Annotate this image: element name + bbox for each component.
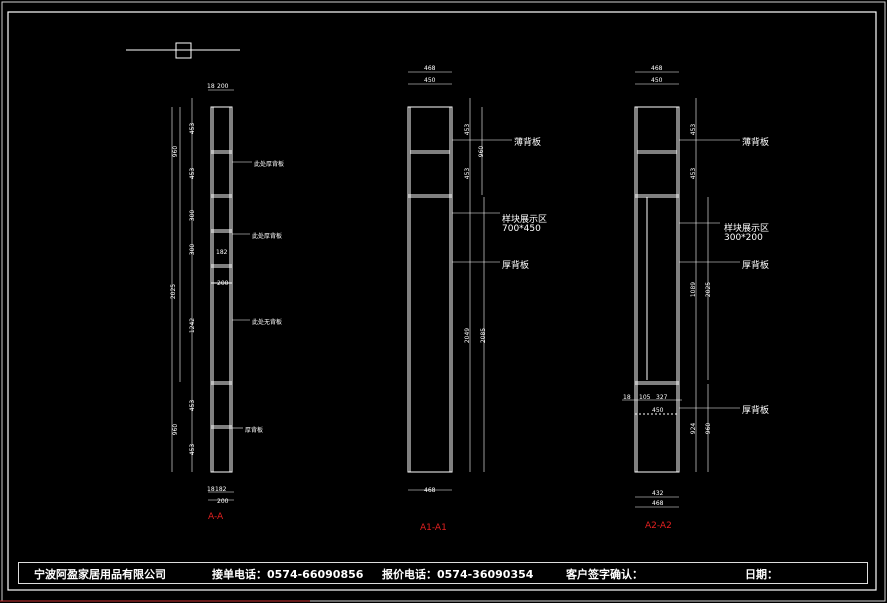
aa-top-dim-2: 200 xyxy=(217,83,229,90)
view-aa xyxy=(171,89,252,501)
a1-note-sample-area: 样块展示区 xyxy=(502,215,548,225)
a2-top-dim-468: 468 xyxy=(651,65,663,72)
a2-bottom-dim-432: 432 xyxy=(652,490,664,497)
aa-left-dim-453a: 453 xyxy=(189,122,197,135)
a1-bottom-dim-468: 468 xyxy=(424,487,436,494)
aa-note-4: 厚背板 xyxy=(245,427,264,434)
quote-phone: 报价电话：0574-36090354 xyxy=(382,568,534,581)
aa-bottom-dim-3: 200 xyxy=(217,498,229,505)
a1-note-sample-size: 700*450 xyxy=(502,224,541,234)
aa-left-dim-453b: 453 xyxy=(189,167,197,180)
a2-mid-dim-450: 450 xyxy=(652,407,664,414)
a1-right-dim-2049: 2049 xyxy=(464,327,472,344)
a2-note-sample-area: 样块展示区 xyxy=(724,224,770,234)
a2-mid-dim-327: 327 xyxy=(656,394,668,401)
a2-outer-dim-2025: 2025 xyxy=(705,281,713,298)
view-a1 xyxy=(407,71,512,491)
a1-note-thick-back: 厚背板 xyxy=(502,261,530,271)
a2-note-thick-back-2: 厚背板 xyxy=(742,406,770,416)
a2-right-dim-453a: 453 xyxy=(690,123,698,136)
a2-outer-dim-960: 960 xyxy=(705,422,713,435)
view-a2 xyxy=(622,71,740,508)
a1-outer-dim-960: 960 xyxy=(478,145,486,158)
a1-top-dim-450: 450 xyxy=(424,77,436,84)
aa-inner-dim-182: 182 xyxy=(216,249,228,256)
a1-section-label: A1-A1 xyxy=(420,523,447,533)
aa-outer-dim-3: 960 xyxy=(172,423,180,436)
a2-note-thin-back: 薄背板 xyxy=(742,138,770,148)
a1-right-dim-453a: 453 xyxy=(464,123,472,136)
aa-section-label: A-A xyxy=(208,512,224,522)
aa-outer-dim-2: 2025 xyxy=(170,283,178,300)
a2-right-dim-924: 924 xyxy=(690,422,698,435)
a2-mid-dim-18: 18 xyxy=(623,394,631,401)
aa-note-2: 此处厚背板 xyxy=(252,233,283,240)
inner-frame xyxy=(7,11,877,591)
a2-top-dim-450: 450 xyxy=(651,77,663,84)
aa-outer-dim-1: 960 xyxy=(172,145,180,158)
a1-outer-dim-2085: 2085 xyxy=(480,327,488,344)
a1-note-thin-back: 薄背板 xyxy=(514,138,542,148)
aa-bottom-dim-1: 18 xyxy=(207,486,215,493)
aa-note-1: 此处厚背板 xyxy=(254,161,285,168)
aa-bottom-dim-2: 182 xyxy=(215,486,227,493)
a2-note-sample-size: 300*200 xyxy=(724,233,763,243)
a2-bottom-dim-468: 468 xyxy=(652,500,664,507)
a1-top-dim-468: 468 xyxy=(424,65,436,72)
aa-left-dim-300a: 300 xyxy=(189,209,197,222)
aa-top-dim-1: 18 xyxy=(207,83,215,90)
client-signature-label: 客户签字确认： xyxy=(566,568,643,581)
aa-left-dim-453d: 453 xyxy=(189,443,197,456)
a2-section-label: A2-A2 xyxy=(645,521,672,531)
aa-note-3: 此处无背板 xyxy=(252,319,283,326)
aa-left-dim-1242: 1242 xyxy=(189,317,197,334)
aa-inner-dim-200: 200 xyxy=(217,280,229,287)
a2-note-thick-back-1: 厚背板 xyxy=(742,261,770,271)
order-phone: 接单电话：0574-66090856 xyxy=(212,568,364,581)
a2-right-dim-453b: 453 xyxy=(690,167,698,180)
title-block xyxy=(18,562,868,584)
a2-right-dim-1089: 1089 xyxy=(690,281,698,298)
company-name: 宁波阿盈家居用品有限公司 xyxy=(34,568,166,581)
date-label: 日期： xyxy=(745,568,778,581)
aa-left-dim-453c: 453 xyxy=(189,399,197,412)
a1-right-dim-453b: 453 xyxy=(464,167,472,180)
symbol-box xyxy=(175,42,192,59)
aa-left-dim-300b: 300 xyxy=(189,243,197,256)
a2-mid-dim-105: 105 xyxy=(639,394,651,401)
